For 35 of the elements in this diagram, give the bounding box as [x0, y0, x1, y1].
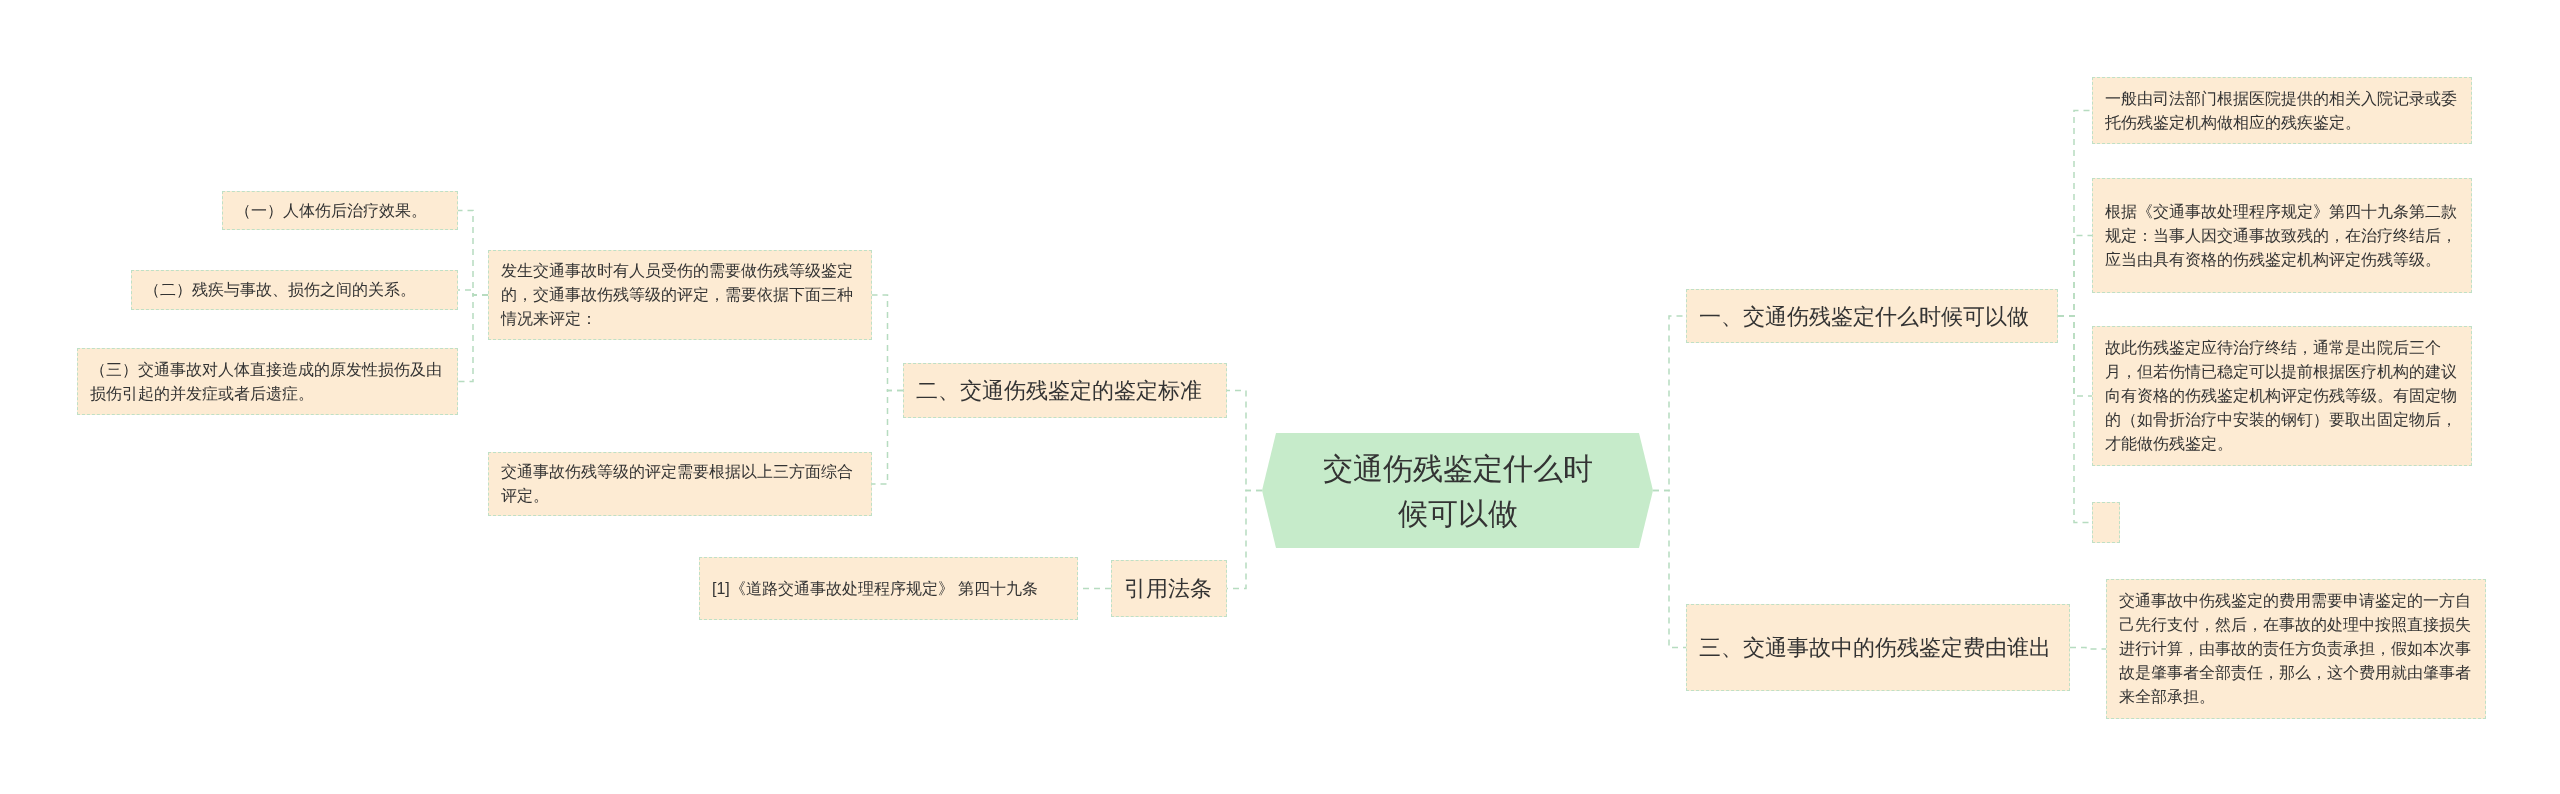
node-text: （二）残疾与事故、损伤之间的关系。 [144, 280, 416, 300]
connector-line [2069, 646, 2107, 650]
subtopic-box [488, 452, 872, 516]
central-topic-hexagon [1262, 433, 1653, 548]
node-text: [1]《道路交通事故处理程序规定》 第四十九条 [712, 578, 1039, 599]
empty-topic-box [2092, 502, 2120, 543]
branch-topic-box [1111, 560, 1227, 617]
subtopic-box [2106, 579, 2486, 719]
subtopic-box [222, 191, 458, 230]
subtopic-box [77, 348, 458, 415]
node-text: （三）交通事故对人体直接造成的原发性损伤及由损伤引起的并发症或者后遗症。 [90, 359, 443, 404]
node-text: （一）人体伤后治疗效果。 [235, 200, 427, 221]
node-text: 引用法条 [1124, 575, 1212, 603]
subtopic-box [131, 270, 458, 310]
branch-topic-box [1686, 289, 2058, 343]
subtopic-box [699, 557, 1078, 620]
branch-topic-box [903, 363, 1227, 418]
node-text: 根据《交通事故处理程序规定》第四十九条第二款规定：当事人因交通事故致残的，在治疗终结后，应当由具有资格的伤残鉴定机构评定伤残等级。 [2105, 201, 2458, 270]
subtopic-box [2092, 77, 2472, 144]
subtopic-box [2092, 326, 2472, 466]
connector-line [871, 389, 904, 485]
node-text: 交通事故伤残等级的评定需要根据以上三方面综合评定。 [501, 462, 854, 506]
subtopic-box [488, 250, 872, 340]
branch-topic-box [1686, 604, 2070, 691]
node-text: 交通伤残鉴定什么时候可以做 [1321, 450, 1594, 532]
connector-line [1652, 489, 1687, 649]
connector-line [457, 294, 489, 383]
node-text: 一、交通伤残鉴定什么时候可以做 [1699, 302, 2029, 331]
node-text: 故此伤残鉴定应待治疗终结，通常是出院后三个月，但若伤情已稳定可以提前根据医疗机构的建议向有资格的伤残鉴定机构评定伤残等级。有固定物的（如骨折治疗中安装的钢钉）要取出固定物后，才能做伤残鉴定。 [2105, 338, 2458, 454]
node-text: 二、交通伤残鉴定的鉴定标准 [916, 377, 1202, 405]
node-text: 交通事故中伤残鉴定的费用需要申请鉴定的一方自己先行支付，然后，在事故的处理中按照直接损失进行计算，由事故的责任方负责承担，假如本次事故是肇事者全部责任，那么，这个费用就由肇事者来全部承担。 [2119, 591, 2472, 707]
node-text: 三、交通事故中的伤残鉴定费由谁出 [1699, 634, 2051, 662]
node-text: 一般由司法部门根据医院提供的相关入院记录或委托伤残鉴定机构做相应的残疾鉴定。 [2105, 88, 2458, 133]
subtopic-box [2092, 178, 2472, 293]
node-text: 发生交通事故时有人员受伤的需要做伤残等级鉴定的，交通事故伤残等级的评定，需要依据下面三种情况来评定： [501, 261, 854, 329]
